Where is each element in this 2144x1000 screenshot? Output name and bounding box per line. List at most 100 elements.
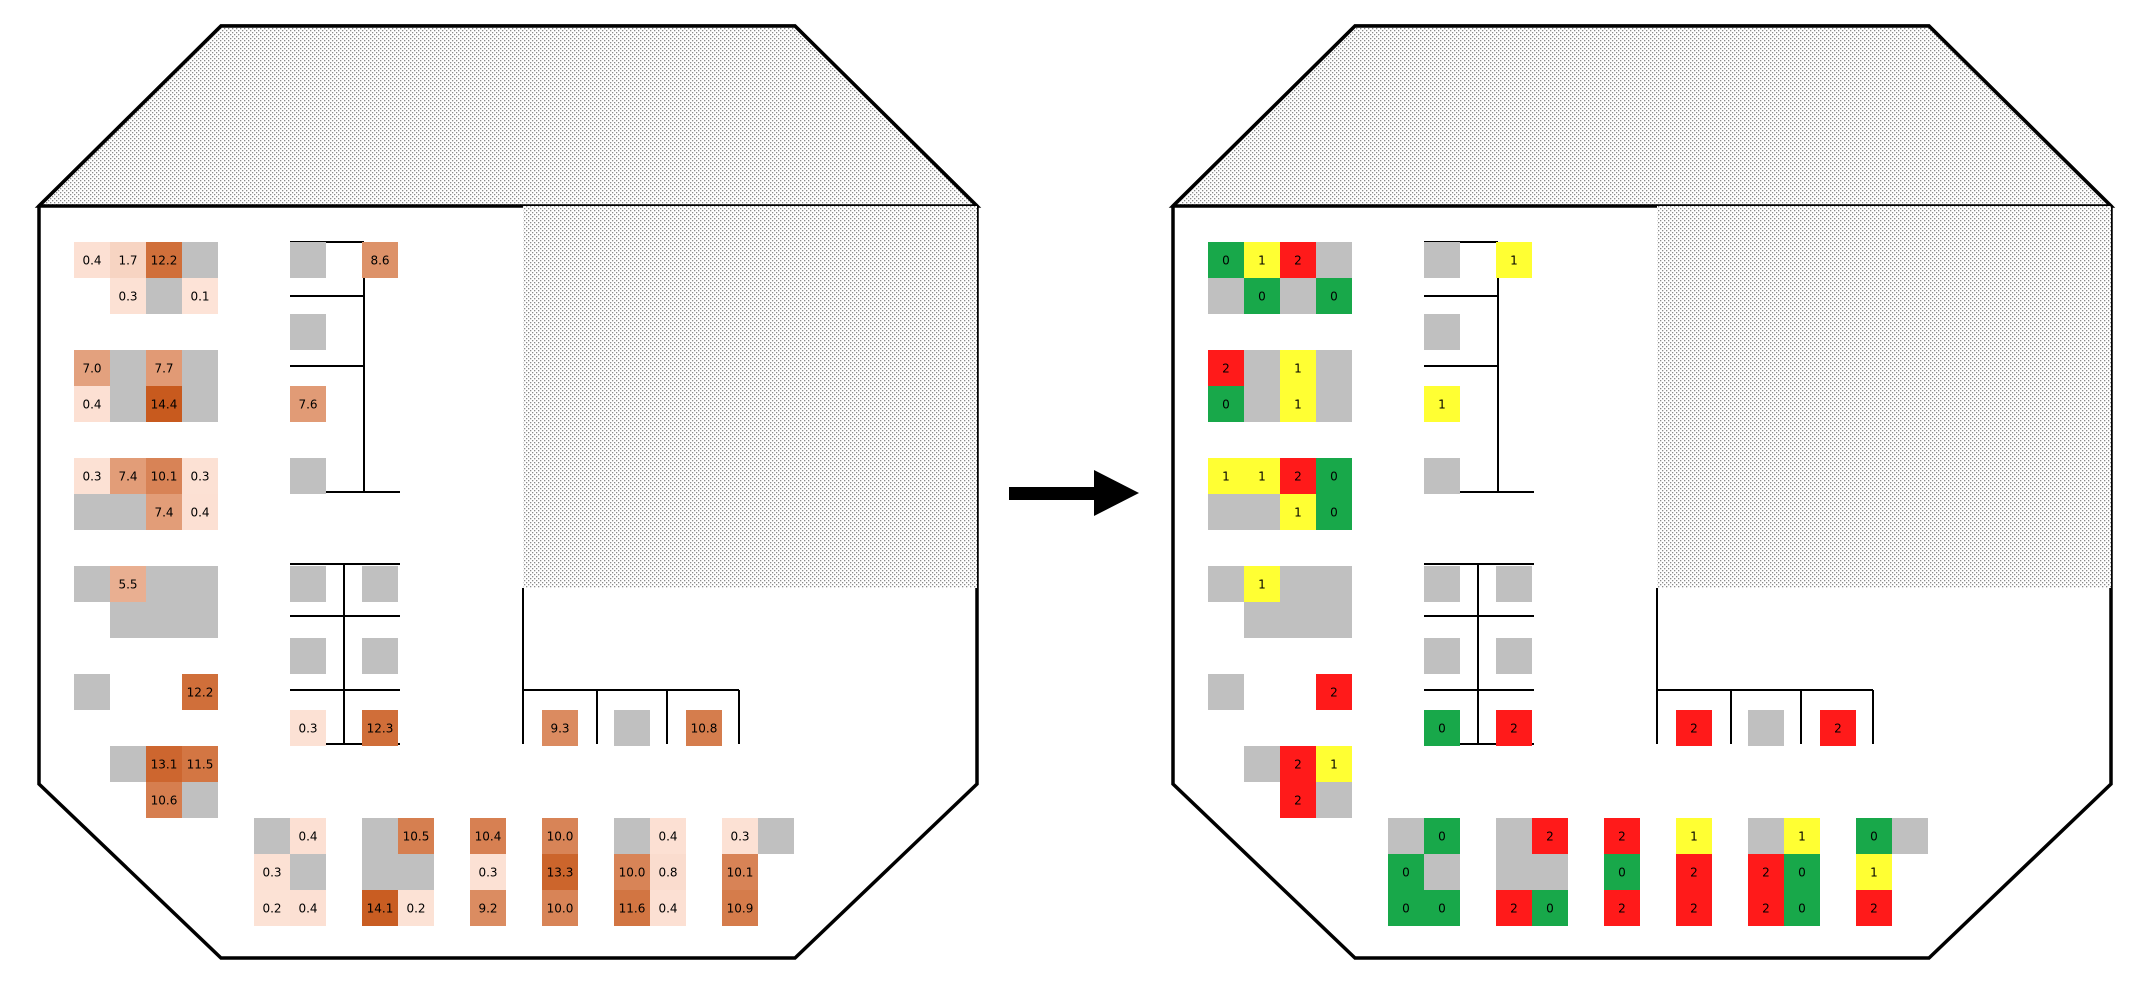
left-cell-label: 10.4: [475, 830, 502, 844]
right-cell: [1316, 386, 1352, 422]
right-cell: [1532, 818, 1568, 854]
right-hatched-block: [1657, 206, 2111, 588]
right-cell-label: 2: [1762, 866, 1770, 880]
right-cell: [1388, 854, 1424, 890]
left-cell: [362, 854, 398, 890]
right-cell: [1856, 854, 1892, 890]
left-cell: [74, 386, 110, 422]
left-cell-label: 0.3: [298, 722, 317, 736]
left-cell: [470, 890, 506, 926]
right-cell-label: 2: [1834, 722, 1842, 736]
left-cell: [542, 710, 578, 746]
right-cell-label: 2: [1690, 722, 1698, 736]
right-cell: [1208, 386, 1244, 422]
right-cell-label: 0: [1222, 398, 1230, 412]
left-cell-label: 14.1: [367, 902, 394, 916]
left-cell-label: 10.8: [691, 722, 718, 736]
left-cell-label: 0.4: [658, 902, 677, 916]
right-cell: [1280, 782, 1316, 818]
right-cell: [1244, 242, 1280, 278]
left-cell: [146, 494, 182, 530]
right-cell: [1244, 386, 1280, 422]
right-cell-label: 2: [1618, 902, 1626, 916]
right-cell: [1244, 746, 1280, 782]
right-cell-label: 2: [1546, 830, 1554, 844]
right-cell: [1676, 818, 1712, 854]
left-cell-label: 10.0: [547, 830, 574, 844]
right-cell: [1280, 494, 1316, 530]
left-cell-label: 7.4: [118, 470, 137, 484]
right-cell-label: 2: [1510, 902, 1518, 916]
left-cell-label: 7.7: [154, 362, 173, 376]
left-cell: [398, 890, 434, 926]
left-cell: [362, 710, 398, 746]
right-cell: [1532, 854, 1568, 890]
right-cell: [1424, 818, 1460, 854]
right-cell: [1316, 746, 1352, 782]
left-cell-label: 0.4: [82, 254, 101, 268]
left-cell: [614, 710, 650, 746]
right-cell-label: 1: [1258, 254, 1266, 268]
right-cell: [1424, 314, 1460, 350]
left-cell: [182, 458, 218, 494]
left-cell: [74, 674, 110, 710]
right-cell: [1604, 890, 1640, 926]
right-cell-label: 2: [1294, 254, 1302, 268]
right-cell: [1604, 818, 1640, 854]
left-cell: [542, 818, 578, 854]
right-cell-label: 0: [1330, 470, 1338, 484]
left-cell-label: 8.6: [370, 254, 389, 268]
left-cell: [110, 602, 146, 638]
left-cell-label: 7.6: [298, 398, 317, 412]
right-cell: [1280, 350, 1316, 386]
right-cell-label: 2: [1690, 902, 1698, 916]
left-cell: [182, 278, 218, 314]
left-cell: [146, 278, 182, 314]
right-cell-label: 0: [1258, 290, 1266, 304]
left-cell: [686, 710, 722, 746]
right-cell-label: 1: [1258, 470, 1266, 484]
left-cell-label: 0.4: [298, 830, 317, 844]
left-cell: [182, 386, 218, 422]
right-cell-label: 0: [1438, 902, 1446, 916]
right-cell-label: 0: [1870, 830, 1878, 844]
left-cell: [110, 746, 146, 782]
left-cell: [182, 674, 218, 710]
right-cell: [1244, 350, 1280, 386]
right-cell: [1424, 386, 1460, 422]
left-cell: [182, 242, 218, 278]
left-cell: [290, 386, 326, 422]
right-cell-label: 2: [1510, 722, 1518, 736]
left-cell: [74, 566, 110, 602]
right-cell: [1892, 818, 1928, 854]
left-cell-label: 0.2: [262, 902, 281, 916]
right-cell-label: 2: [1294, 470, 1302, 484]
right-cell-label: 1: [1258, 578, 1266, 592]
left-cell: [722, 890, 758, 926]
right-cell-label: 1: [1438, 398, 1446, 412]
right-cell-label: 2: [1222, 362, 1230, 376]
left-cell-label: 9.3: [550, 722, 569, 736]
right-cell: [1388, 890, 1424, 926]
right-cell: [1316, 602, 1352, 638]
left-cell-label: 7.4: [154, 506, 173, 520]
left-cell: [110, 566, 146, 602]
right-cell: [1424, 710, 1460, 746]
left-cell: [146, 746, 182, 782]
left-cell: [650, 818, 686, 854]
right-cell-label: 2: [1690, 866, 1698, 880]
left-cell: [290, 890, 326, 926]
right-cell: [1208, 566, 1244, 602]
right-cell-label: 0: [1222, 254, 1230, 268]
left-cell: [290, 638, 326, 674]
right-cell: [1496, 854, 1532, 890]
right-cell: [1244, 278, 1280, 314]
right-cell: [1208, 350, 1244, 386]
right-cell: [1244, 458, 1280, 494]
right-cell: [1316, 782, 1352, 818]
right-cell-label: 2: [1294, 794, 1302, 808]
right-cell: [1316, 278, 1352, 314]
right-cell: [1532, 890, 1568, 926]
